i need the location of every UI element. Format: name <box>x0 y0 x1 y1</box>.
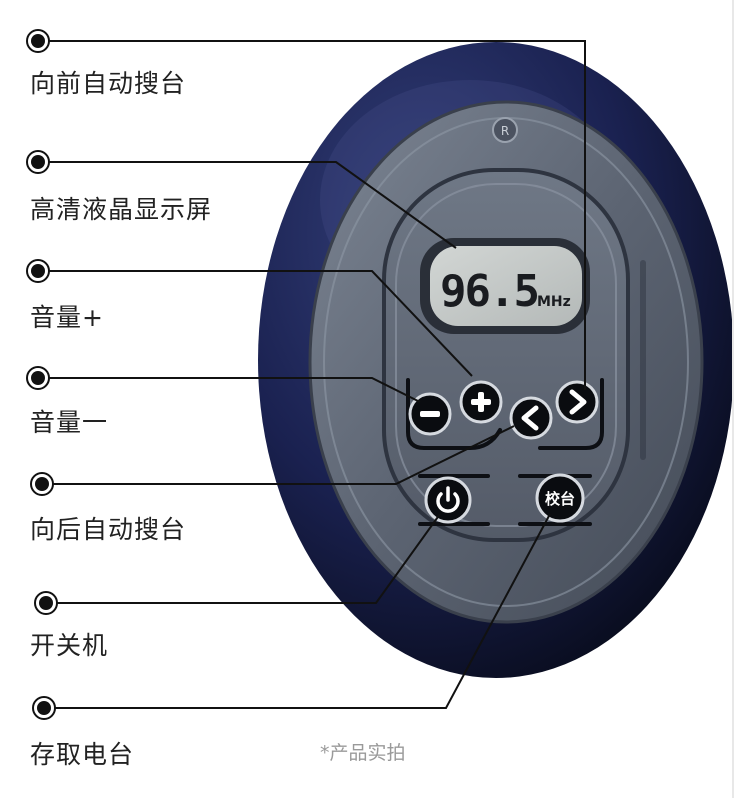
power-icon <box>436 486 460 513</box>
chevron-right-icon <box>569 389 587 415</box>
plus-icon <box>471 392 491 412</box>
label-lcd-screen: 高清液晶显示屏 <box>30 195 213 224</box>
chevron-left-icon <box>521 405 539 431</box>
seek-back-button[interactable] <box>509 396 553 440</box>
leader-seek-forward <box>38 40 586 390</box>
leader-seek-back <box>42 425 515 485</box>
photo-note: *产品实拍 <box>320 742 406 764</box>
leader-lcd <box>38 161 457 249</box>
dot-volume-down <box>26 366 50 390</box>
callout-lines <box>38 40 586 709</box>
minus-icon <box>420 411 440 417</box>
dot-power <box>34 591 58 615</box>
seek-forward-button[interactable] <box>555 380 599 424</box>
leader-volume-down <box>38 377 421 403</box>
volume-up-button[interactable] <box>459 380 503 424</box>
lcd-frequency: 96.5 <box>440 266 538 317</box>
callout-dots <box>26 29 58 720</box>
power-button[interactable] <box>424 476 472 524</box>
tune-button[interactable]: 校台 <box>535 473 585 523</box>
svg-text:R: R <box>501 124 509 138</box>
faceplate <box>308 100 704 624</box>
lcd-unit: MHz <box>537 294 571 310</box>
label-volume-up: 音量+ <box>30 303 104 332</box>
lcd-display: 96.5 MHz <box>420 238 590 334</box>
label-store-station: 存取电台 <box>30 740 135 769</box>
label-power: 开关机 <box>30 631 109 660</box>
label-seek-forward: 向前自动搜台 <box>30 69 187 98</box>
leader-volume-up <box>38 270 473 377</box>
label-seek-back: 向后自动搜台 <box>30 515 187 544</box>
brand-badge-icon: R <box>492 117 518 143</box>
volume-down-button[interactable] <box>408 392 452 436</box>
tune-button-label: 校台 <box>545 490 575 508</box>
leader-store <box>44 513 551 709</box>
label-volume-down: 音量一 <box>30 408 109 437</box>
dot-lcd <box>26 150 50 174</box>
dot-seek-forward <box>26 29 50 53</box>
right-divider <box>732 0 734 798</box>
dot-store <box>32 696 56 720</box>
dot-seek-back <box>30 472 54 496</box>
leader-power <box>46 513 441 604</box>
dot-volume-up <box>26 259 50 283</box>
